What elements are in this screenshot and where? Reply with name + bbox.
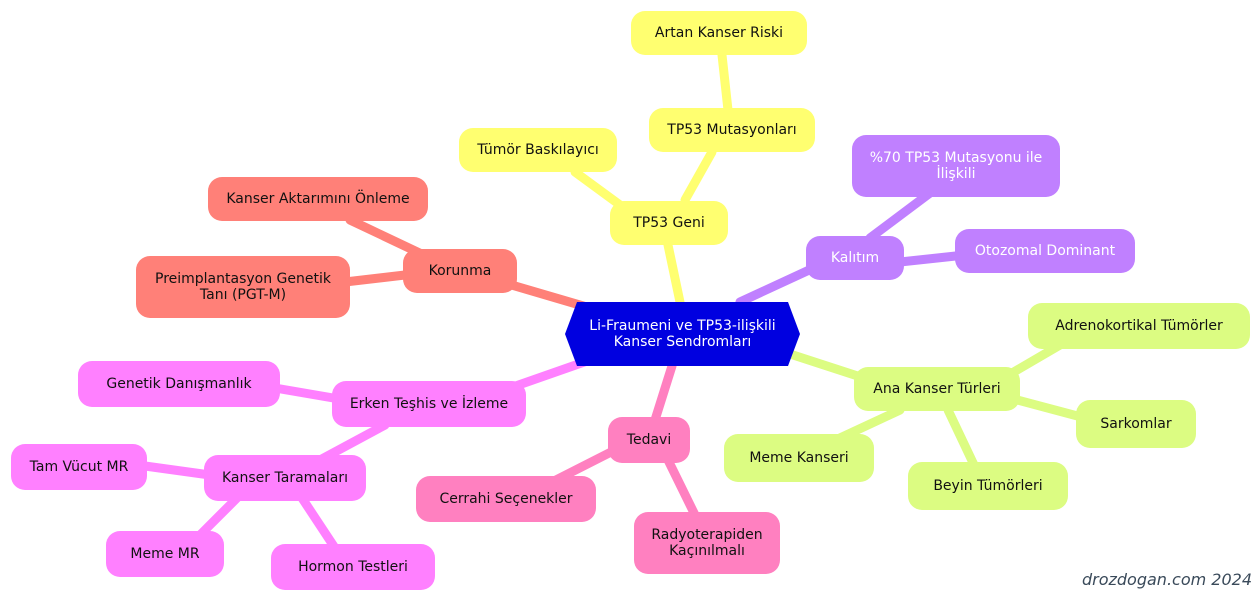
node-breast-mri[interactable]: Meme MR xyxy=(106,531,224,577)
node-increased-risk[interactable]: Artan Kanser Riski xyxy=(631,11,807,55)
edge-types-brain xyxy=(943,405,980,472)
edge-cancer-screening-whole-body xyxy=(140,461,215,480)
node-sarcoma[interactable]: Sarkomlar xyxy=(1076,400,1196,448)
node-pgt[interactable]: Preimplantasyon Genetik Tanı (PGT-M) xyxy=(136,256,350,318)
node-adrenocortical[interactable]: Adrenokortikal Tümörler xyxy=(1028,303,1250,349)
node-surgical-options-label: Cerrahi Seçenekler xyxy=(439,491,573,507)
edge-tp53-mutations xyxy=(680,147,717,205)
node-early-diagnosis-label: Erken Teşhis ve İzleme xyxy=(349,396,509,412)
edge-inheritance-association xyxy=(865,188,935,243)
edge-root-prevention xyxy=(500,278,595,313)
node-tp53-gene[interactable]: TP53 Geni xyxy=(610,201,728,245)
node-tumor-suppressor-label: Tümör Baskılayıcı xyxy=(477,142,599,158)
root-node[interactable]: Li-Fraumeni ve TP53-ilişkili Kanser Send… xyxy=(565,302,800,366)
node-sarcoma-label: Sarkomlar xyxy=(1100,416,1172,432)
node-whole-body-mri-label: Tam Vücut MR xyxy=(29,459,129,475)
node-genetic-counseling-label: Genetik Danışmanlık xyxy=(106,376,252,392)
node-tp53-association-label: %70 TP53 Mutasyonu ile İlişkili xyxy=(869,150,1043,182)
edge-root-treatment xyxy=(650,361,677,425)
edge-inheritance-mode xyxy=(895,250,970,267)
node-hormone-tests-label: Hormon Testleri xyxy=(298,559,408,575)
edge-mutations-risk xyxy=(717,50,733,115)
edge-treatment-radiotherapy xyxy=(663,455,700,520)
edge-tp53-suppressor xyxy=(570,167,625,210)
node-tp53-mutations[interactable]: TP53 Mutasyonları xyxy=(649,108,815,152)
node-cancer-screenings[interactable]: Kanser Taramaları xyxy=(204,455,366,501)
node-prevent-transmission[interactable]: Kanser Aktarımını Önleme xyxy=(208,177,428,221)
node-surgical-options[interactable]: Cerrahi Seçenekler xyxy=(416,476,596,522)
node-brain-tumors-label: Beyin Tümörleri xyxy=(933,478,1043,494)
node-tumor-suppressor[interactable]: Tümör Baskılayıcı xyxy=(459,128,617,172)
node-prevention-label: Korunma xyxy=(428,263,492,279)
edge-types-breast xyxy=(835,405,905,443)
node-avoid-radiotherapy[interactable]: Radyoterapiden Kaçınılmalı xyxy=(634,512,780,574)
edge-prevention-pgt xyxy=(340,270,410,287)
node-main-cancer-types-label: Ana Kanser Türleri xyxy=(873,381,1001,397)
node-inheritance[interactable]: Kalıtım xyxy=(806,236,904,280)
edge-root-tp53 xyxy=(663,240,685,307)
node-cancer-screenings-label: Kanser Taramaları xyxy=(222,470,348,486)
node-pgt-label: Preimplantasyon Genetik Tanı (PGT-M) xyxy=(155,271,331,303)
node-inheritance-label: Kalıtım xyxy=(830,250,880,266)
node-prevent-transmission-label: Kanser Aktarımını Önleme xyxy=(226,191,410,207)
node-treatment-label: Tedavi xyxy=(626,432,672,448)
edge-screening-cancer-screening xyxy=(315,420,390,465)
edge-cancer-screening-breast-mri xyxy=(195,490,245,540)
node-autosomal-dominant-label: Otozomal Dominant xyxy=(974,243,1116,259)
root-label: Li-Fraumeni ve TP53-ilişkili Kanser Send… xyxy=(589,318,776,350)
node-increased-risk-label: Artan Kanser Riski xyxy=(654,25,784,41)
node-whole-body-mri[interactable]: Tam Vücut MR xyxy=(11,444,147,490)
node-tp53-gene-label: TP53 Geni xyxy=(633,215,705,231)
node-autosomal-dominant[interactable]: Otozomal Dominant xyxy=(955,229,1135,273)
edge-cancer-screening-hormone xyxy=(295,490,340,553)
credit-watermark: drozdogan.com 2024 xyxy=(1081,570,1252,589)
node-brain-tumors[interactable]: Beyin Tümörleri xyxy=(908,462,1068,510)
node-main-cancer-types[interactable]: Ana Kanser Türleri xyxy=(854,367,1020,411)
node-avoid-radiotherapy-label: Radyoterapiden Kaçınılmalı xyxy=(651,527,763,559)
node-breast-cancer-label: Meme Kanseri xyxy=(749,450,849,466)
node-breast-cancer[interactable]: Meme Kanseri xyxy=(724,434,874,482)
node-hormone-tests[interactable]: Hormon Testleri xyxy=(271,544,435,590)
node-genetic-counseling[interactable]: Genetik Danışmanlık xyxy=(78,361,280,407)
edge-types-sarcoma xyxy=(1005,393,1090,423)
node-treatment[interactable]: Tedavi xyxy=(608,417,690,463)
node-tp53-association[interactable]: %70 TP53 Mutasyonu ile İlişkili xyxy=(852,135,1060,197)
node-breast-mri-label: Meme MR xyxy=(130,546,200,562)
node-adrenocortical-label: Adrenokortikal Tümörler xyxy=(1055,318,1223,334)
node-prevention[interactable]: Korunma xyxy=(403,249,517,293)
node-early-diagnosis[interactable]: Erken Teşhis ve İzleme xyxy=(332,381,526,427)
node-tp53-mutations-label: TP53 Mutasyonları xyxy=(667,122,797,138)
